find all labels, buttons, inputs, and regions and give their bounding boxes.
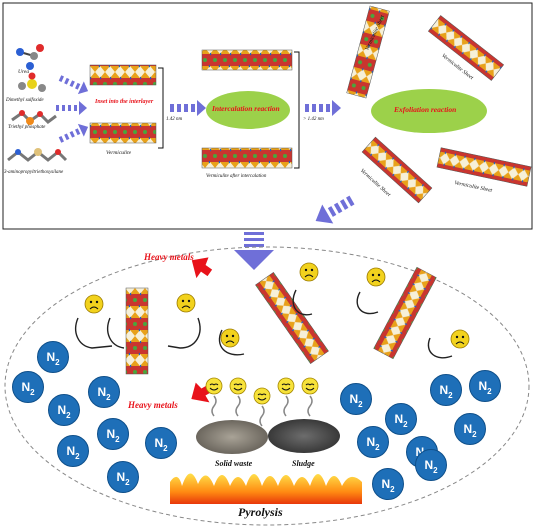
- nitrogen-molecule: N2: [107, 461, 139, 493]
- happy-face-icon: [277, 377, 295, 395]
- sad-face-icon: [450, 329, 470, 349]
- exfoliation-ellipse: [371, 89, 487, 133]
- molecule-silane-icon: [7, 148, 68, 162]
- happy-face-icon: [301, 377, 319, 395]
- nitrogen-molecule: N2: [97, 418, 129, 450]
- fire-icon: [170, 473, 362, 504]
- reagent-label: Urea: [18, 69, 30, 75]
- arrow-from-sheets: [315, 195, 355, 224]
- hands-icon: [74, 289, 453, 359]
- adsorbent-sheet-1: [125, 287, 149, 375]
- sludge-label: Sludge: [292, 459, 315, 468]
- nitrogen-molecule: N2: [357, 426, 389, 458]
- nitrogen-molecule: N2: [48, 394, 80, 426]
- intercalation-label: Intercalation reaction: [212, 104, 280, 113]
- vermiculite-structure: [89, 64, 164, 149]
- solid-waste-sample: [196, 420, 268, 454]
- intercalated-vermiculite-structure: [201, 49, 300, 169]
- intercalation-ellipse: [206, 91, 290, 129]
- solid-waste-label: Solid waste: [215, 459, 253, 468]
- nitrogen-molecule: N2: [372, 468, 404, 500]
- vermiculite-sheet-3: [361, 136, 433, 204]
- vermiculite-sheet-4: [436, 147, 532, 187]
- spacing-label: > 1.42 nm: [303, 117, 324, 122]
- process-panel-frame: [2, 2, 533, 230]
- heavy-metals-arrow-top: [191, 257, 213, 279]
- happy-face-icon: [229, 377, 247, 395]
- molecule-urea-icon: [16, 44, 44, 70]
- nitrogen-molecule: N2: [415, 449, 447, 481]
- heavy-metal-faces: [84, 262, 470, 349]
- vermiculite-label: Vermiculite: [106, 150, 132, 156]
- arrow-to-intercalation: [170, 100, 206, 116]
- application-ellipse: [4, 246, 530, 526]
- adsorbent-sheet-3: [373, 266, 437, 360]
- reagent-label: Triethyl phosphate: [8, 125, 46, 130]
- exfoliation-label: Exfoliation reaction: [394, 105, 457, 114]
- heavy-metals-label: Heavy metals: [144, 252, 194, 262]
- insert-label: Inset into the interlayer: [95, 99, 154, 105]
- nitrogen-molecule: N2: [88, 376, 120, 408]
- happy-face-icon: [253, 387, 271, 405]
- reagent-label: Dimethyl sulfoxide: [6, 98, 44, 103]
- nitrogen-molecule: N2: [430, 374, 462, 406]
- molecule-dmso-icon: [18, 72, 46, 92]
- vermiculite-sheet-2: [427, 15, 505, 81]
- sad-face-icon: [366, 267, 386, 287]
- sludge-sample: [268, 419, 340, 453]
- vermiculite-sheet-1: [346, 5, 390, 99]
- arrow-to-exfoliation: [305, 100, 341, 116]
- nitrogen-molecule: N2: [469, 370, 501, 402]
- fume-icon: [211, 395, 313, 427]
- sad-face-icon: [84, 294, 104, 314]
- nitrogen-molecule: N2: [454, 413, 486, 445]
- heavy-metals-label: Heavy metals: [128, 400, 178, 410]
- pyrolysis-label: Pyrolysis: [238, 505, 283, 519]
- adsorbent-sheet-2: [255, 272, 329, 364]
- released-metals: [205, 377, 319, 427]
- sad-face-icon: [299, 262, 319, 282]
- sad-face-icon: [220, 328, 240, 348]
- adsorbent-sheets: [125, 266, 437, 375]
- molecule-triethyl-phosphate-icon: [11, 110, 57, 125]
- nitrogen-molecule: N2: [385, 403, 417, 435]
- reagent-label: 3-aminopropyltriethoxysilane: [4, 170, 64, 175]
- sad-face-icon: [176, 293, 196, 313]
- nitrogen-molecule: N2: [12, 371, 44, 403]
- nitrogen-molecule: N2: [340, 383, 372, 415]
- nitrogen-molecule: N2: [145, 427, 177, 459]
- nitrogen-molecule: N2: [57, 435, 89, 467]
- spacing-label: 1.42 nm: [166, 117, 183, 122]
- exfoliated-sheets: [346, 5, 532, 204]
- reagent-arrows: [56, 75, 89, 143]
- happy-face-icon: [205, 377, 223, 395]
- arrow-to-application: [234, 232, 274, 270]
- after-intercalation-label: Vermiculite after intercalation: [206, 174, 267, 179]
- nitrogen-molecule: N2: [37, 341, 69, 373]
